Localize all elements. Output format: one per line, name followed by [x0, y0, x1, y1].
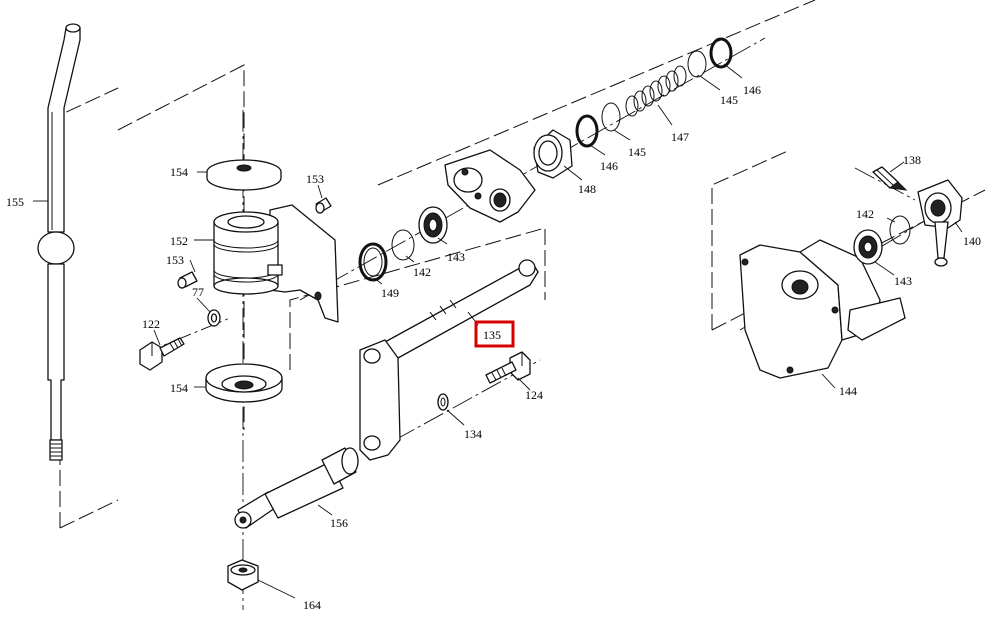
- nut-164: [227, 559, 259, 591]
- highlight-box-135: [474, 320, 515, 348]
- cover-144: [739, 239, 906, 379]
- lever-140: [917, 179, 963, 267]
- washer-134: [437, 393, 449, 411]
- label-138: 138: [903, 153, 921, 167]
- part-labels: 155 154 153 152 153 77 122 154 149 142 1…: [6, 83, 981, 612]
- label-145-lower: 145: [628, 145, 646, 159]
- shift-lever-155: [37, 23, 81, 461]
- flange-housing: [444, 149, 536, 223]
- label-147: 147: [671, 130, 689, 144]
- label-149: 149: [381, 286, 399, 300]
- bushing-148: [533, 129, 573, 179]
- label-148: 148: [578, 182, 596, 196]
- label-135: 135: [483, 328, 501, 342]
- label-143-right: 143: [894, 274, 912, 288]
- label-124: 124: [525, 388, 543, 402]
- label-153-upper: 153: [306, 172, 324, 186]
- ring-145-upper: [687, 50, 707, 78]
- label-154-bottom: 154: [170, 381, 188, 395]
- bolt-124: [485, 351, 531, 384]
- label-142-right: 142: [856, 207, 874, 221]
- snap-ring-142-right: [889, 215, 911, 245]
- bearing-143: [418, 206, 448, 244]
- pivot-housing-152: [213, 204, 339, 323]
- label-145-upper: 145: [720, 93, 738, 107]
- label-153-lower: 153: [166, 253, 184, 267]
- washer-154-bottom: [205, 363, 283, 403]
- label-146-lower: 146: [600, 159, 618, 173]
- label-122: 122: [142, 317, 160, 331]
- label-143-left: 143: [447, 250, 465, 264]
- label-155: 155: [6, 195, 24, 209]
- label-77: 77: [192, 285, 204, 299]
- bearing-143-right: [853, 229, 883, 265]
- ring-145-lower: [601, 102, 621, 132]
- label-140: 140: [963, 234, 981, 248]
- washer-154-top: [206, 159, 282, 191]
- washer-77: [207, 309, 221, 327]
- pin-153-upper: [315, 197, 332, 214]
- pin-153-lower: [177, 271, 198, 289]
- snap-ring-142: [391, 229, 415, 261]
- spring-147: [625, 65, 687, 117]
- label-154-top: 154: [170, 165, 188, 179]
- label-144: 144: [839, 384, 857, 398]
- plunger-138: [872, 166, 908, 191]
- label-146-upper: 146: [743, 83, 761, 97]
- shaft-156: [234, 447, 359, 529]
- label-152: 152: [170, 234, 188, 248]
- label-164: 164: [303, 598, 321, 612]
- ring-146-lower: [575, 114, 599, 148]
- shift-rail-135: [359, 259, 539, 461]
- ring-149: [358, 242, 388, 282]
- label-134: 134: [464, 427, 482, 441]
- label-156: 156: [330, 516, 348, 530]
- bolt-122: [139, 337, 185, 371]
- label-142-left: 142: [413, 265, 431, 279]
- ring-146-upper: [709, 37, 733, 69]
